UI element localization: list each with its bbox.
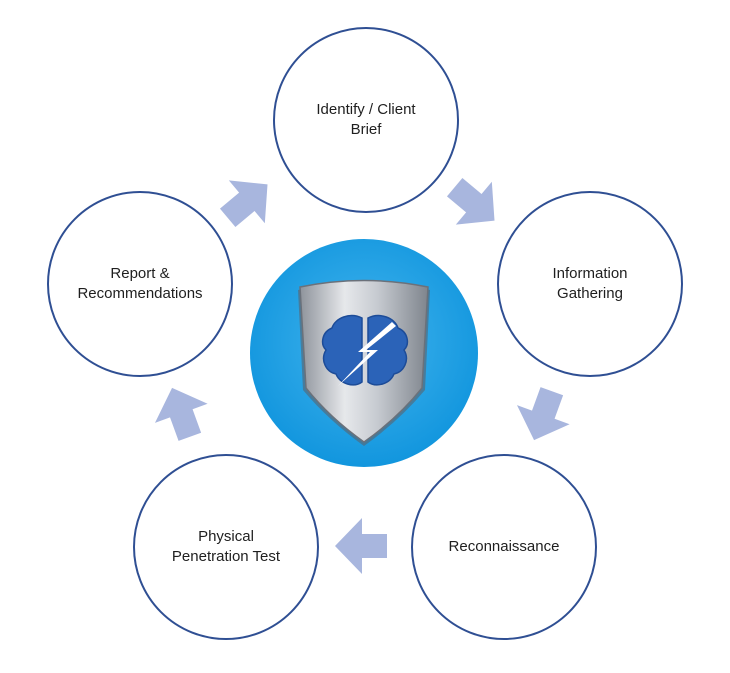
step-reconnaissance: Reconnaissance: [411, 454, 597, 640]
step-label: Physical Penetration Test: [171, 528, 281, 565]
lightning-bolt-icon: [338, 322, 396, 386]
step-report-recommendations: Report & Recommendations: [47, 191, 233, 377]
step-label: Identify / Client Brief: [316, 101, 416, 138]
brain-icon: [321, 314, 409, 386]
arrow-report-to-identify: [219, 180, 268, 228]
step-physical-penetration-test: Physical Penetration Test: [133, 454, 319, 640]
step-label: Report & Recommendations: [77, 265, 203, 302]
arrow-identify-to-info: [446, 177, 495, 225]
arrow-info-to-recon: [516, 387, 570, 441]
arrow-physical-to-report: [154, 387, 208, 441]
step-information-gathering: Information Gathering: [497, 191, 683, 377]
step-label: Information Gathering: [552, 265, 628, 302]
step-label: Reconnaissance: [448, 538, 560, 555]
step-identify-client-brief: Identify / Client Brief: [273, 27, 459, 213]
arrow-recon-to-physical: [335, 518, 387, 574]
